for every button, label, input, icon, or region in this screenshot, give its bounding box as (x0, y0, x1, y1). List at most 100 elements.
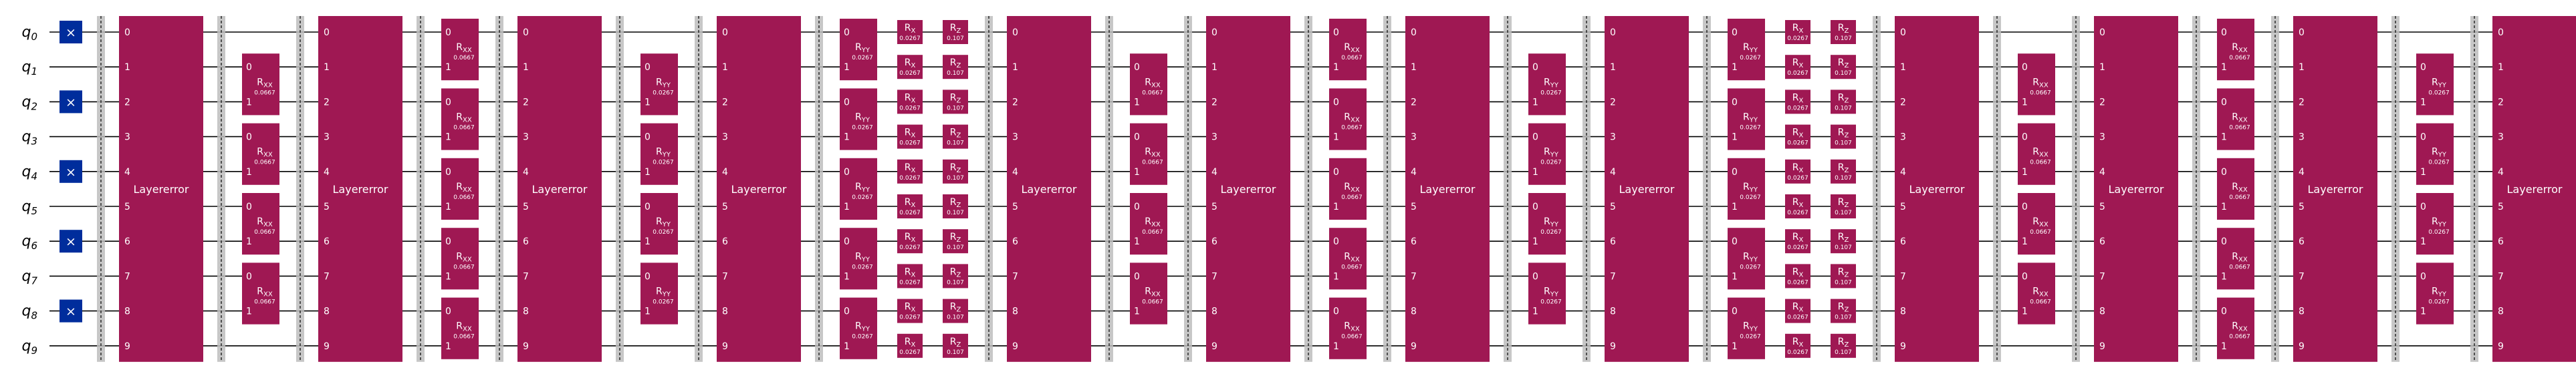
rx-gate-q3: RX0.0267 (897, 124, 923, 149)
layer-port-label: 8 (1610, 307, 1616, 317)
rz-gate-name-base: R (950, 92, 957, 103)
rx-gate-box (897, 159, 923, 184)
layer-port-label: 3 (2498, 132, 2504, 143)
rx-gate-box (897, 55, 923, 79)
ryy-gate-box (2416, 193, 2454, 255)
layer-port-label: 5 (324, 202, 330, 212)
rxx-gate-name-base: R (2032, 147, 2039, 158)
gate-port-label: 1 (645, 307, 651, 317)
ryy-gate-box (1528, 262, 1566, 325)
rx-gate-name: RX (905, 128, 916, 140)
rz-gate-box (943, 333, 968, 358)
layer-port-label: 0 (1411, 27, 1417, 38)
rxx-gate-name: RXX (1145, 147, 1161, 159)
rz-gate-q5: RZ0.107 (1831, 194, 1856, 218)
layer-port-label: 7 (1610, 271, 1616, 282)
gate-port-label: 0 (1732, 97, 1738, 108)
rx-gate-box (1785, 299, 1810, 323)
rx-gate-name-sub: X (911, 62, 915, 69)
layer-port-label: 2 (2099, 97, 2105, 108)
gate-port-label: 1 (1134, 307, 1140, 317)
gate-port-label: 1 (2022, 167, 2028, 178)
ryy-gate-name-base: R (1544, 216, 1550, 227)
gate-port-label: 0 (2022, 271, 2028, 282)
ryy-gate-param: 0.0267 (852, 264, 873, 270)
rxx-gate-param: 0.0667 (2030, 229, 2051, 236)
rxx-gate-param: 0.0667 (2229, 264, 2250, 270)
gate-port-label: 1 (1333, 132, 1339, 143)
ryy-gate-name-sub: YY (1550, 291, 1559, 299)
rz-gate-param: 0.107 (1835, 244, 1852, 251)
rx-gate-box (1785, 159, 1810, 184)
rx-gate-param: 0.0267 (899, 35, 921, 42)
barrier-3 (296, 16, 304, 362)
rxx-gate-name-base: R (257, 216, 263, 227)
rz-gate-name-sub: Z (1844, 307, 1849, 314)
rx-gate-q4: RX0.0267 (1785, 159, 1810, 184)
rxx-gate-box (1130, 193, 1167, 255)
ryy-gate-param: 0.0267 (653, 89, 674, 96)
rx-gate-param: 0.0267 (899, 70, 921, 77)
rxx-gate-name: RXX (2032, 287, 2048, 299)
rxx-gate-name-sub: XX (1151, 221, 1161, 228)
ryy-gate-name-sub: YY (1550, 221, 1559, 228)
gate-port-label: 0 (445, 27, 451, 38)
rx-gate-q1: RX0.0267 (897, 55, 923, 79)
rz-gate-q7: RZ0.107 (1831, 264, 1856, 289)
layer-port-label: 3 (2299, 132, 2305, 143)
layer-port-label: 7 (2099, 271, 2105, 282)
ryy-gate-param: 0.0267 (1740, 334, 1761, 341)
ryy-gate-name-sub: YY (1749, 186, 1758, 194)
rxx-gate-param: 0.0667 (254, 89, 275, 96)
ryy-gate-name-base: R (855, 112, 862, 123)
gate-port-label: 0 (645, 62, 651, 73)
rz-gate-name-base: R (950, 128, 957, 138)
rz-gate-name: RZ (1838, 23, 1849, 35)
gate-port-label: 0 (645, 132, 651, 143)
rxx-gate-name-base: R (257, 147, 263, 158)
ryy-gate-box (1528, 53, 1566, 116)
rxx-gate-param: 0.0667 (1142, 229, 1163, 236)
rz-gate-box (943, 264, 968, 289)
layer-port-label: 0 (1610, 27, 1616, 38)
rx-gate-name-base: R (905, 162, 911, 173)
rx-gate-param: 0.0267 (899, 175, 921, 182)
ryy-gate-param: 0.0267 (852, 334, 873, 341)
rxx-gate-name: RXX (1344, 251, 1360, 263)
rz-gate-name-base: R (1838, 337, 1845, 347)
rxx-gate-param: 0.0667 (2030, 299, 2051, 306)
rxx-gate-name-sub: XX (1351, 256, 1360, 263)
layer-port-label: 5 (722, 202, 728, 212)
gate-port-label: 1 (2022, 236, 2028, 247)
rz-gate-param: 0.107 (1835, 105, 1852, 112)
ryy-gate-box (2416, 123, 2454, 185)
ryy-gate-name-sub: YY (1550, 152, 1559, 159)
layer-port-label: 3 (124, 132, 130, 143)
ryy-gate-name: RYY (2432, 216, 2447, 228)
rx-gate-name: RX (905, 266, 916, 278)
layer-port-label: 8 (523, 307, 529, 317)
rx-gate-name: RX (905, 337, 916, 349)
rxx-gate-name-base: R (456, 182, 463, 192)
layer-port-label: 2 (2299, 97, 2305, 108)
rxx-gate-name-sub: XX (2238, 47, 2248, 54)
barrier-20 (2192, 16, 2200, 362)
rx-gate-name-sub: X (911, 271, 915, 278)
barrier-18 (1993, 16, 2001, 362)
rxx-gate-name: RXX (257, 77, 273, 89)
rx-gate-box (1785, 194, 1810, 218)
layer-port-label: 4 (2099, 167, 2105, 178)
ryy-gate-name-base: R (855, 182, 862, 192)
layer-port-label: 2 (523, 97, 529, 108)
qubit-label-q0: q0 (21, 24, 37, 43)
rx-gate-name-base: R (1792, 266, 1799, 277)
rxx-gate-name-base: R (1145, 77, 1151, 87)
